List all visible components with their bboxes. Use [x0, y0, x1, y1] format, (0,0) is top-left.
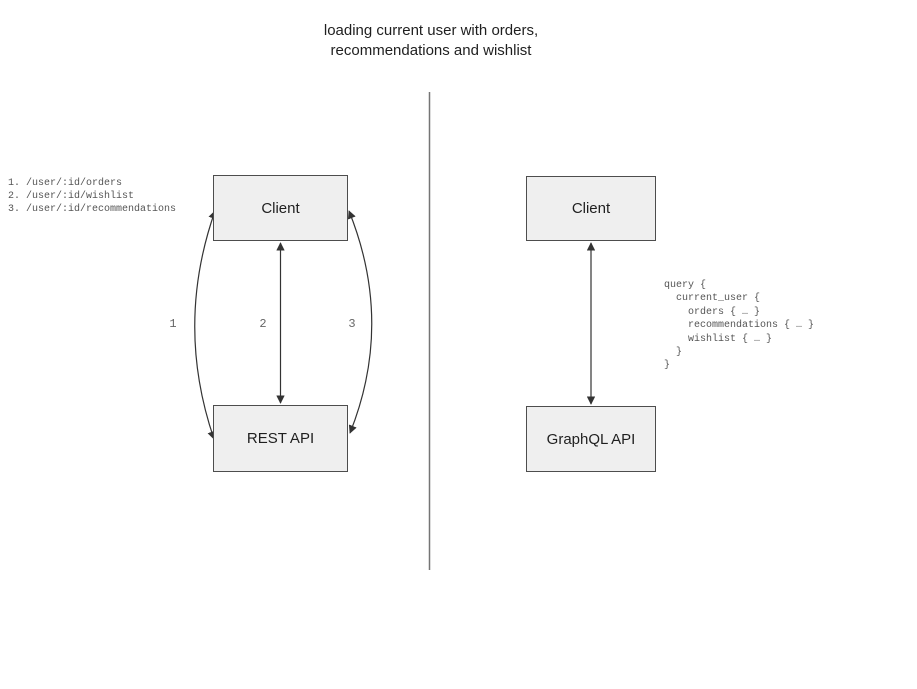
- query-line: orders { … }: [664, 306, 761, 318]
- node-client-rest: Client: [213, 175, 348, 241]
- arrow-label-3: 3: [348, 317, 356, 331]
- query-line: }: [664, 360, 671, 372]
- endpoint-line: 2. /user/:id/wishlist: [8, 191, 135, 202]
- node-label: Client: [261, 199, 300, 217]
- node-rest-api: REST API: [213, 405, 348, 472]
- query-line: current_user {: [664, 293, 761, 305]
- arrow-label-2: 2: [259, 317, 267, 331]
- page-title: loading current user with orders, recomm…: [323, 22, 539, 59]
- endpoint-line: 1. /user/:id/orders: [8, 178, 123, 189]
- query-line: query {: [664, 280, 707, 291]
- node-label: REST API: [246, 430, 315, 447]
- node-label: GraphQL API: [546, 430, 636, 448]
- rest-arrow-orders: [194, 210, 217, 440]
- node-graphql-api: GraphQL API: [526, 406, 656, 472]
- endpoint-line: 3. /user/:id/recommendations: [8, 204, 177, 215]
- node-client-graphql: Client: [526, 176, 656, 241]
- rest-endpoint-list: 1. /user/:id/orders 2. /user/:id/wishlis…: [8, 177, 176, 216]
- query-line: wishlist { … }: [664, 333, 773, 345]
- graphql-query: query { current_user { orders { … } reco…: [664, 279, 814, 373]
- query-line: }: [664, 347, 683, 359]
- node-label: Client: [571, 200, 611, 217]
- arrow-label-1: 1: [169, 317, 177, 331]
- query-line: recommendations { … }: [664, 320, 815, 332]
